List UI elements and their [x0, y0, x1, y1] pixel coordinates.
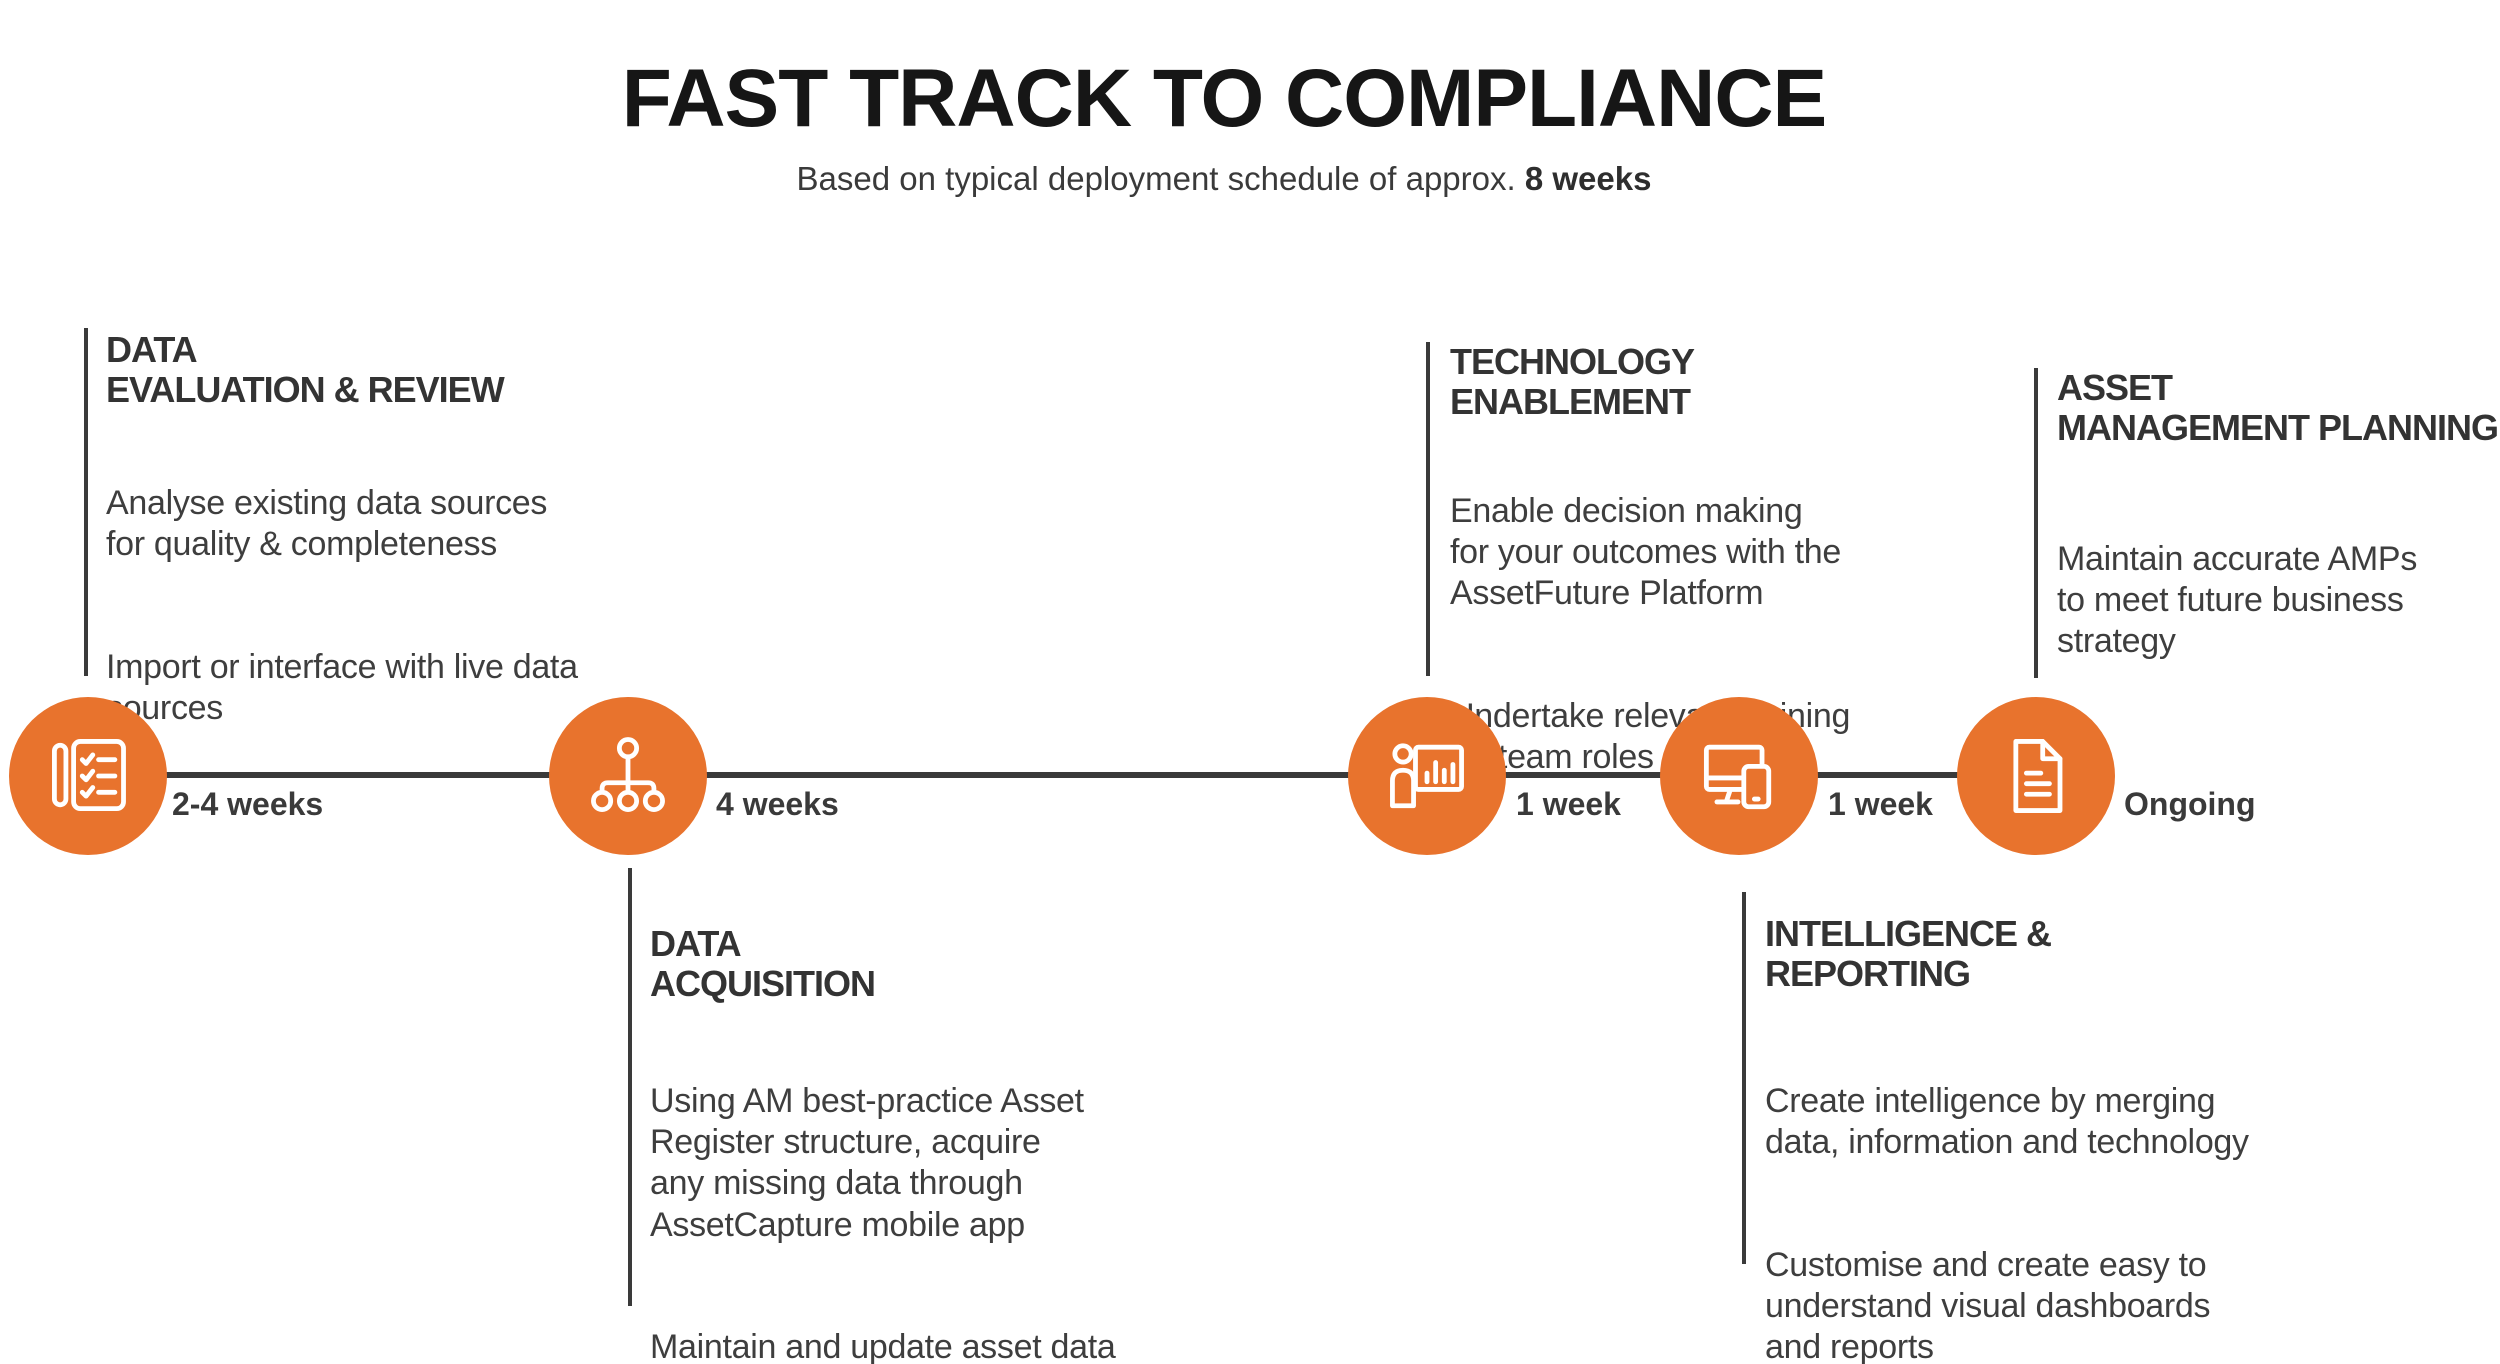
- stage-4-connector-line: [1742, 892, 1746, 1264]
- stage-5-description: Maintain accurate AMPs to meet future bu…: [2057, 498, 2417, 704]
- stage-5-node: [1957, 697, 2115, 855]
- stage-1-duration-label: 2-4 weeks: [172, 786, 324, 822]
- stage-2-node: [549, 697, 707, 855]
- timeline-line: [88, 772, 2036, 778]
- stage-1-node: [9, 697, 167, 855]
- stage-4-duration-label: 1 week: [1828, 786, 1933, 822]
- stage-1-description: Analyse existing data sources for qualit…: [106, 442, 578, 770]
- stage-2-duration-label: 4 weeks: [716, 786, 839, 822]
- page-title: FAST TRACK TO COMPLIANCE: [621, 53, 1827, 144]
- stage-5-duration-label: Ongoing: [2124, 786, 2256, 822]
- stage-5-paragraph: Maintain accurate AMPs to meet future bu…: [2057, 540, 2418, 661]
- stage-1-paragraph: Analyse existing data sources for qualit…: [106, 484, 548, 564]
- stage-2-description: Using AM best-practice Asset Register st…: [650, 1040, 1116, 1364]
- devices-icon: [1703, 744, 1772, 810]
- document-icon: [2013, 739, 2063, 813]
- stage-3-heading: TECHNOLOGY ENABLEMENT: [1450, 341, 1695, 422]
- stage-2-connector-line: [628, 868, 632, 1306]
- subtitle-duration-highlight: 8 weeks: [1524, 160, 1652, 197]
- checklist-icon: [52, 739, 126, 812]
- stage-1-paragraph: Import or interface with live data sourc…: [106, 647, 578, 727]
- presentation-icon: [1390, 743, 1464, 809]
- stage-4-node: [1660, 697, 1818, 855]
- stage-2-heading: DATA ACQUISITION: [650, 923, 876, 1004]
- stage-1-heading: DATA EVALUATION & REVIEW: [106, 329, 505, 410]
- stage-3-node: [1348, 697, 1506, 855]
- stage-2-paragraph: Maintain and update asset data for accur…: [650, 1327, 1116, 1364]
- stage-4-description: Create intelligence by merging data, inf…: [1765, 1040, 2249, 1364]
- stage-2-paragraph: Using AM best-practice Asset Register st…: [650, 1082, 1084, 1244]
- stage-3-duration-label: 1 week: [1516, 786, 1621, 822]
- stage-4-paragraph: Customise and create easy to understand …: [1765, 1245, 2211, 1364]
- stage-3-description: Enable decision making for your outcomes…: [1450, 450, 1850, 819]
- subtitle-text: Based on typical deployment schedule of …: [796, 160, 1525, 197]
- stage-5-heading: ASSET MANAGEMENT PLANNING: [2057, 367, 2499, 448]
- stage-1-connector-line: [84, 328, 88, 676]
- stage-3-paragraph: Enable decision making for your outcomes…: [1450, 492, 1841, 613]
- stage-4-heading: INTELLIGENCE & REPORTING: [1765, 913, 2052, 994]
- stage-4-paragraph: Create intelligence by merging data, inf…: [1765, 1082, 2249, 1162]
- stage-3-connector-line: [1426, 342, 1430, 676]
- page-subtitle: Based on typical deployment schedule of …: [0, 160, 2448, 198]
- hierarchy-icon: [591, 737, 665, 812]
- stage-5-connector-line: [2034, 368, 2038, 678]
